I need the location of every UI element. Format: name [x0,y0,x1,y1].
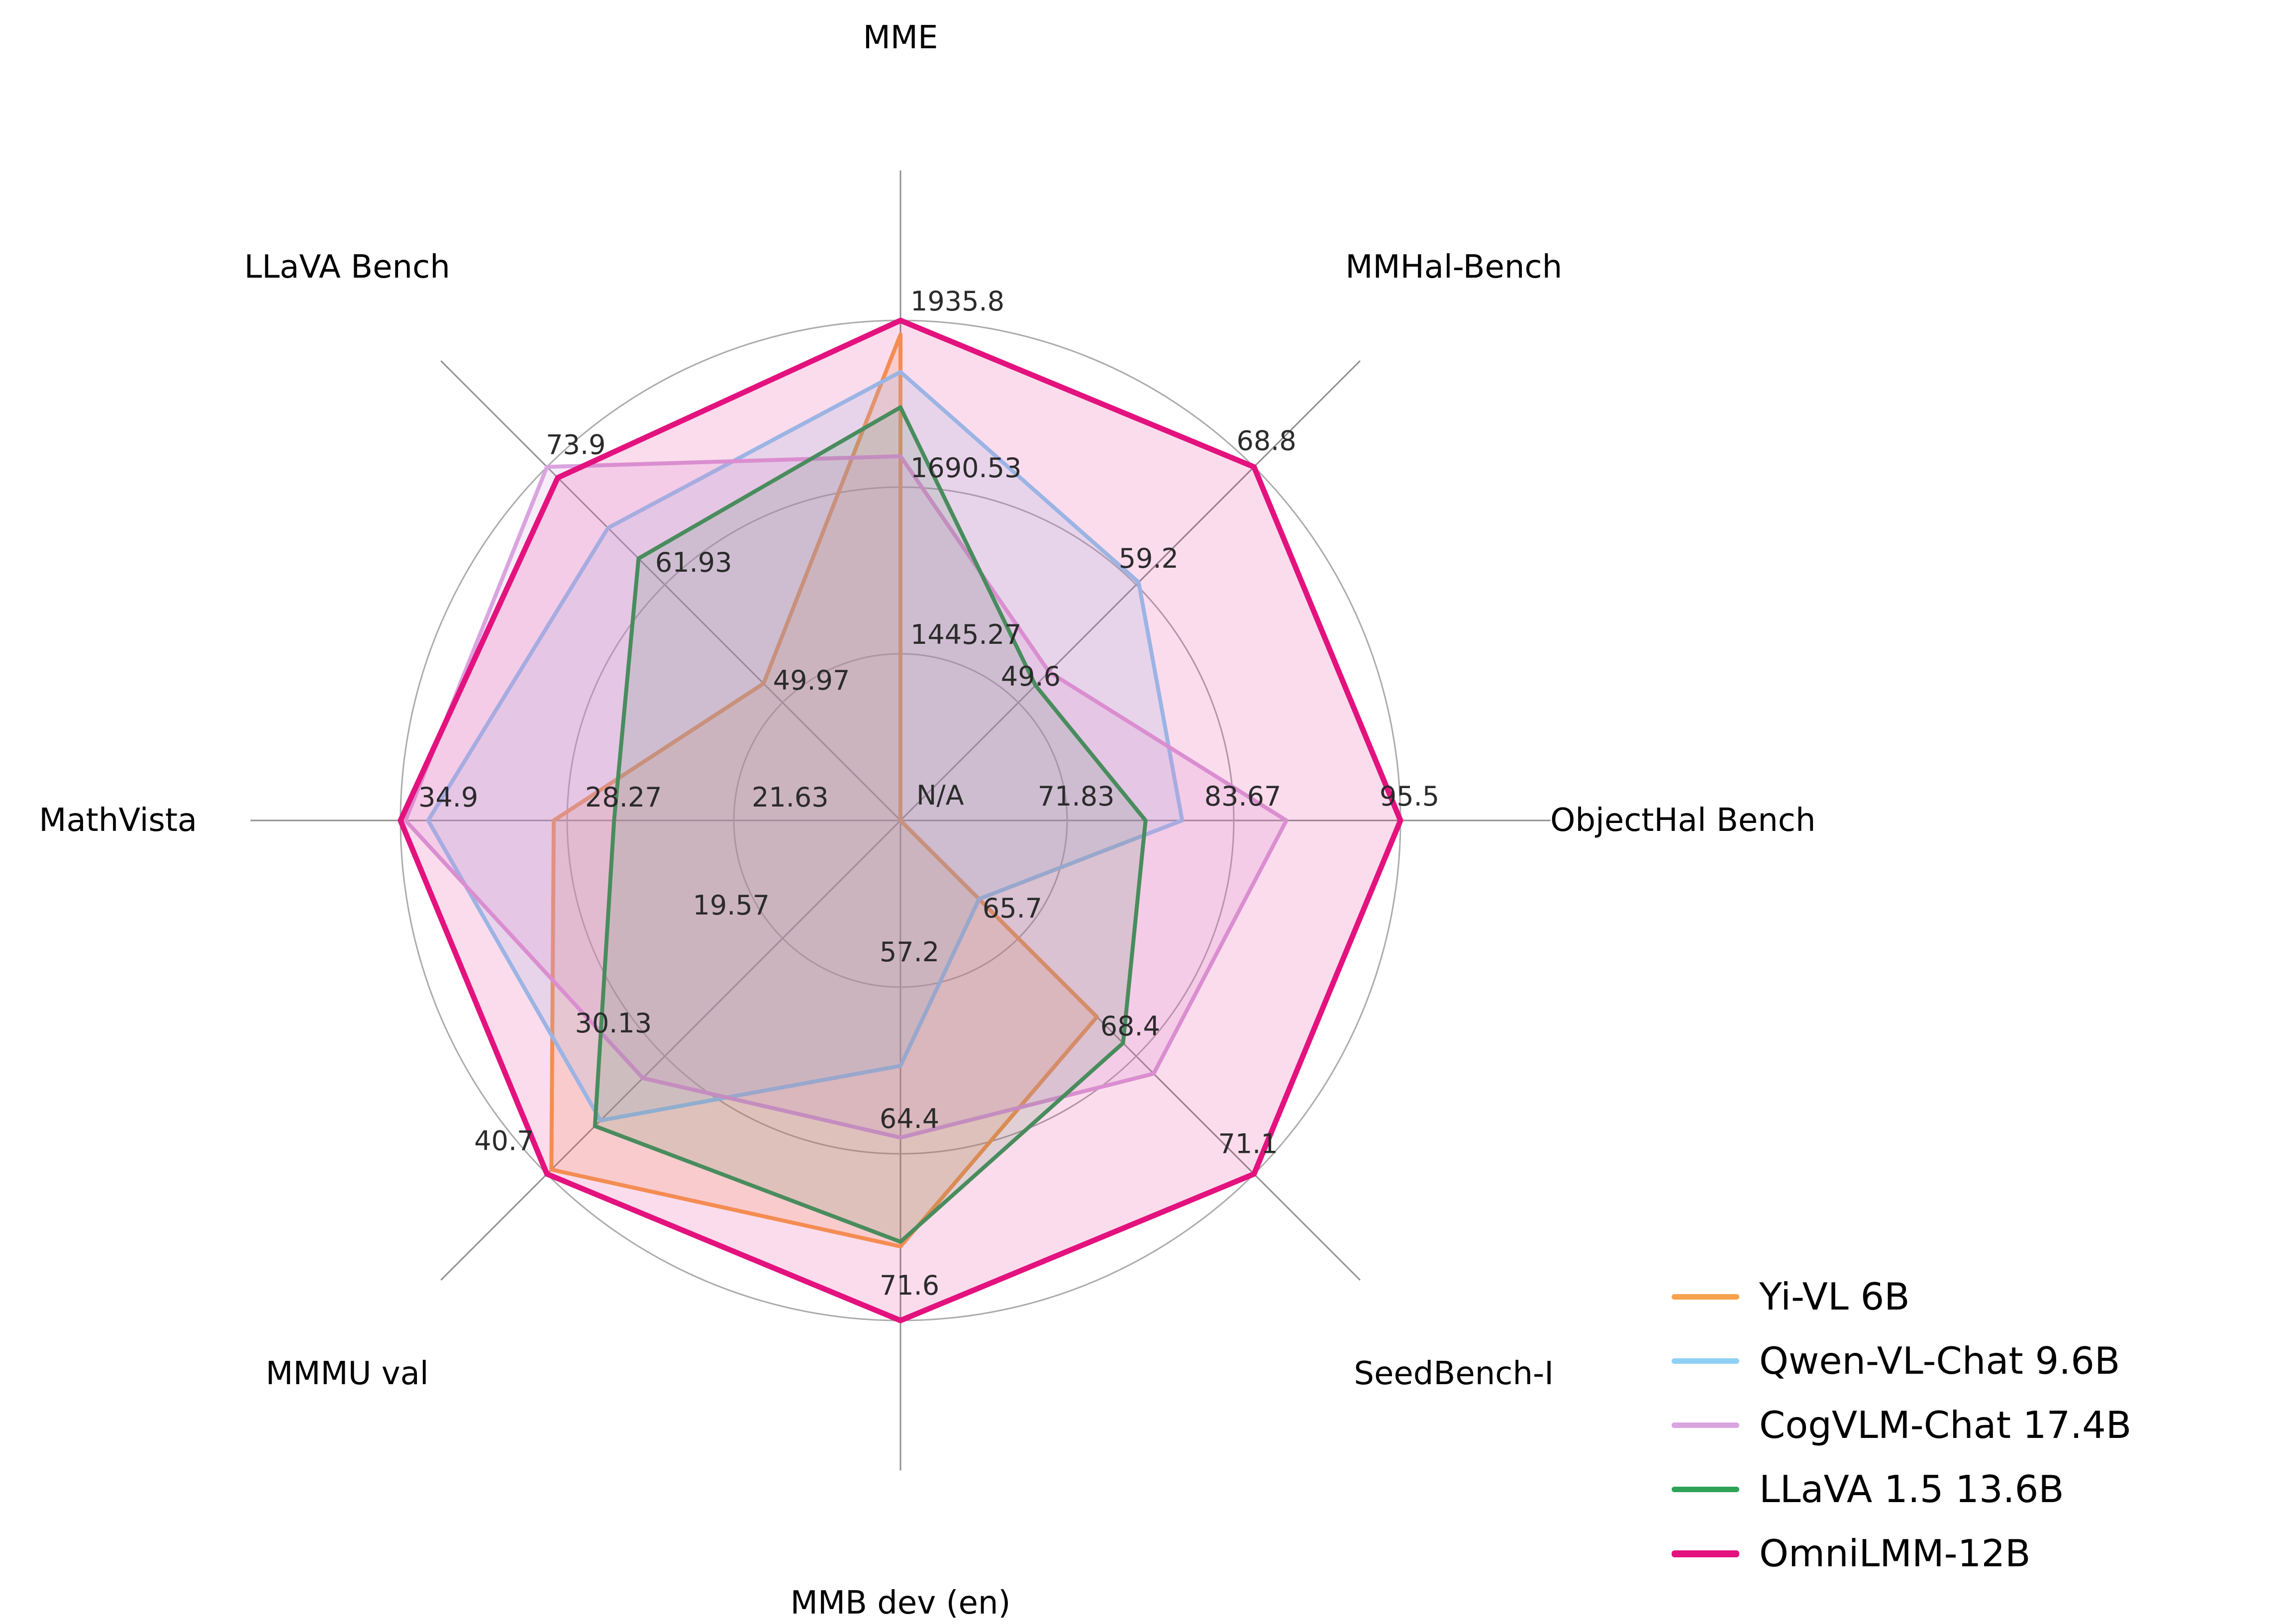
ring-tick-label: 1690.53 [910,452,1021,484]
ring-tick-label: 64.4 [880,1103,939,1134]
legend-label: LLaVA 1.5 13.6B [1759,1467,2064,1511]
ring-tick-label: 1935.8 [910,286,1004,317]
ring-tick-label: 73.9 [546,429,605,460]
axis-spoke [440,360,901,821]
legend-label: Yi-VL 6B [1759,1275,1910,1319]
axis-title: LLaVA Bench [244,249,450,286]
ring-tick-label: 49.6 [1001,661,1061,692]
ring-tick-label: 71.83 [1038,781,1115,812]
ring-tick-label: 61.93 [655,547,732,578]
ring-tick-label: 71.6 [880,1270,939,1301]
ring-tick-label: 34.9 [418,782,478,813]
ring-tick-label: 68.4 [1100,1011,1160,1042]
ring-tick-label: 40.7 [474,1125,534,1157]
legend-item: LLaVA 1.5 13.6B [1672,1457,2131,1522]
legend-item: OmniLMM-12B [1672,1522,2131,1586]
legend-item: Qwen-VL-Chat 9.6B [1672,1329,2131,1393]
ring-tick-label: 65.7 [983,893,1042,924]
legend-item: Yi-VL 6B [1672,1265,2131,1329]
legend-line-swatch [1672,1422,1739,1428]
series-polygon-0 [549,332,1099,1249]
ring-tick-label: 71.1 [1218,1128,1278,1160]
legend-line-swatch [1672,1358,1739,1364]
ring-tick-label: 59.2 [1119,543,1179,574]
ring-tick-label: 19.57 [693,890,770,921]
ring-tick-label: 57.2 [880,936,939,968]
ring-tick-label: 21.63 [752,782,829,813]
ring-tick-label: 68.8 [1236,425,1296,456]
ring-tick-label: 28.27 [585,782,662,813]
series-polygon-1 [426,370,1185,1122]
ring-tick-label: 30.13 [575,1008,652,1039]
axis-title: MMB dev (en) [791,1585,1011,1622]
legend-label: CogVLM-Chat 17.4B [1759,1403,2132,1447]
axis-title: ObjectHal Bench [1550,802,1816,839]
axis-spoke [440,819,901,1281]
center-na-label: N/A [916,780,964,811]
series-polygon-4 [398,317,1403,1323]
ring-tick-label: 1445.27 [910,619,1021,650]
series-polygon-3 [593,405,1148,1244]
legend-line-swatch [1672,1487,1739,1492]
axis-title: MME [863,19,938,56]
axis-title: MathVista [39,802,197,839]
legend-label: Qwen-VL-Chat 9.6B [1759,1339,2120,1383]
ring-tick-label: 49.97 [773,665,850,696]
axis-title: MMHal-Bench [1345,249,1562,286]
series-polygon-2 [403,454,1289,1140]
legend-line-swatch [1672,1294,1739,1300]
legend-line-swatch [1672,1550,1739,1557]
legend-item: CogVLM-Chat 17.4B [1672,1393,2131,1457]
axis-title: MMMU val [266,1355,429,1392]
legend: Yi-VL 6B Qwen-VL-Chat 9.6B CogVLM-Chat 17.… [1672,1265,2131,1586]
legend-label: OmniLMM-12B [1759,1531,2031,1575]
axis-spoke [899,360,1361,821]
ring-tick-label: 95.5 [1380,781,1439,812]
ring-tick-label: 83.67 [1204,781,1282,812]
axis-title: SeedBench-I [1354,1355,1554,1392]
